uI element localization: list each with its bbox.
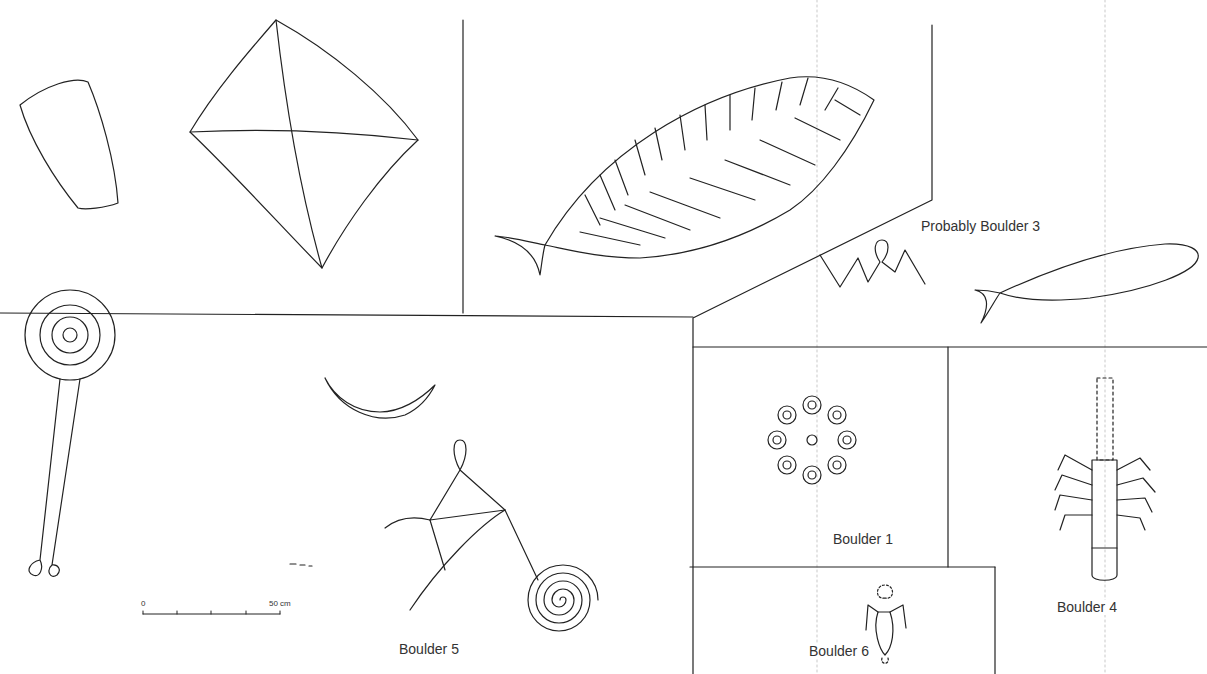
lobster-glyph: [1055, 378, 1155, 580]
scale-label: 50 cm: [268, 600, 292, 609]
small-figure-glyph: [866, 585, 906, 663]
fish-glyph: [975, 244, 1198, 323]
flower-glyph: [768, 396, 856, 484]
zigzag-glyph: [820, 240, 925, 287]
guide-line: [817, 0, 1105, 674]
boulder-label: Boulder 5: [398, 642, 460, 657]
panel-divider: [0, 20, 1207, 674]
boulder-label: Boulder 1: [832, 532, 894, 547]
boulder-label: Probably Boulder 3: [920, 219, 1041, 234]
fish-glyph: [495, 77, 874, 275]
boulder-label: Boulder 4: [1056, 600, 1118, 615]
quartered-diamond-glyph: [190, 20, 418, 268]
scale-bar: [143, 611, 280, 614]
crescent-glyph: [325, 378, 435, 418]
figure-glyph: [290, 440, 598, 631]
concentric-circle-glyph: [25, 290, 115, 576]
boulder-label: Boulder 6: [808, 644, 870, 659]
scale-label: 0: [140, 600, 146, 609]
leaf-glyph: [20, 80, 118, 209]
